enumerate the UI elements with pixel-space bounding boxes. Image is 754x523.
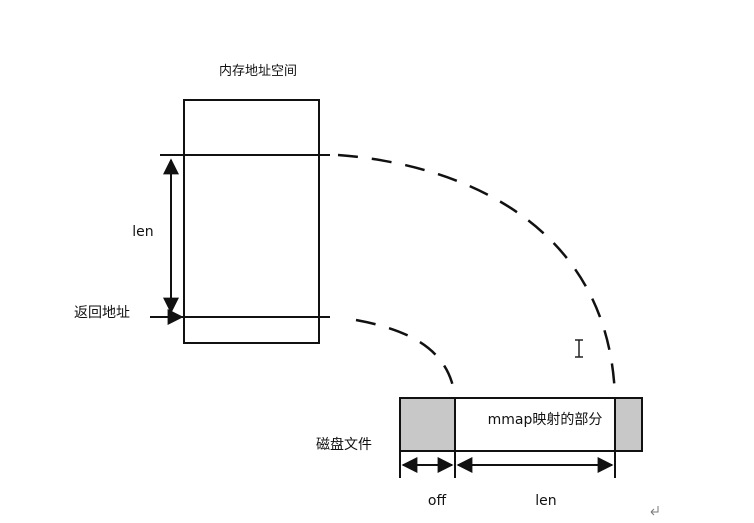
memory-address-space-box (183, 99, 320, 344)
return-address-label: 返回地址 (74, 305, 130, 321)
file-tail-region (615, 399, 641, 450)
memory-len-label: len (132, 224, 153, 240)
mapped-part-label: mmap映射的部分 (488, 412, 603, 428)
disk-file-label: 磁盘文件 (316, 436, 372, 453)
paragraph-return-icon (650, 506, 659, 516)
disk-file-outline (399, 397, 643, 452)
mapping-curve-bottom (355, 318, 457, 399)
off-label: off (428, 493, 447, 509)
memory-address-space-title: 内存地址空间 (219, 63, 297, 79)
text-cursor-icon (575, 339, 583, 358)
file-len-label: len (535, 493, 556, 509)
mapping-curve-top (337, 153, 617, 399)
file-offset-region (401, 399, 455, 450)
